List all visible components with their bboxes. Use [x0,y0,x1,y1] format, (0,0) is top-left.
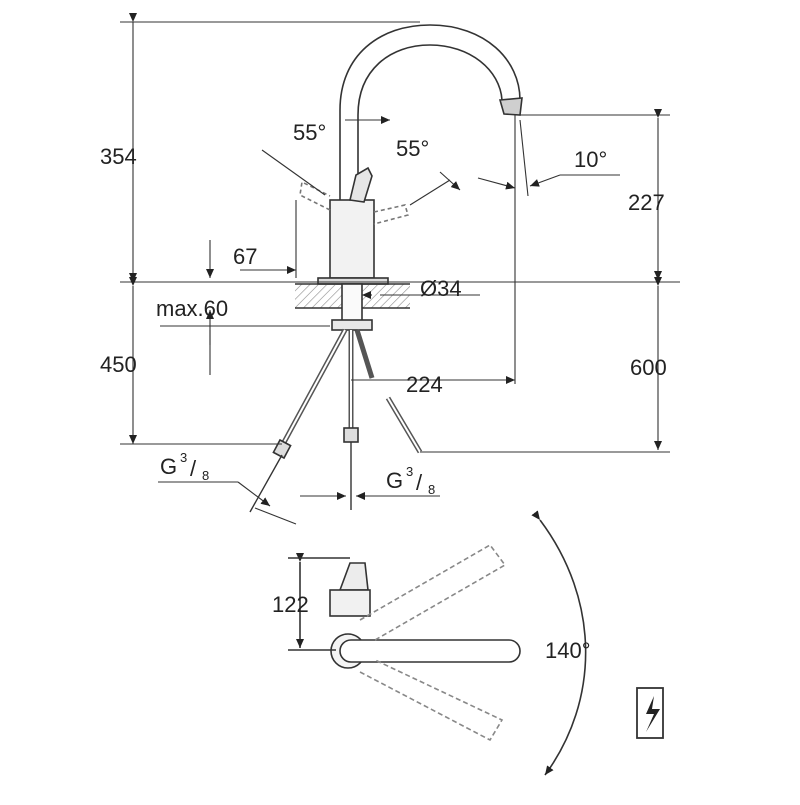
faucet-body [329,199,375,279]
svg-text:/: / [190,456,197,481]
label-140: 140° [545,638,591,663]
label-55-left: 55° [293,120,326,145]
mounting-nut [331,319,373,331]
label-600: 600 [630,355,667,380]
svg-text:G: G [386,468,403,493]
connection-right-label: G 3 / 8 [386,464,435,497]
lever-dashed-right [373,204,410,225]
label-67: 67 [233,244,257,269]
top-spout-dashed-down [359,659,504,742]
label-122: 122 [272,592,309,617]
spout-outer [339,24,521,200]
svg-text:8: 8 [202,468,209,483]
top-spout-dashed-up [359,543,507,641]
swivel-arc [531,510,587,776]
top-body [329,589,371,617]
top-spout [339,639,521,663]
label-55-right: 55° [396,136,429,161]
base-flange [317,277,389,285]
spout-inner [357,44,503,200]
lever [349,166,373,203]
svg-text:/: / [416,470,423,495]
label-450: 450 [100,352,137,377]
lever-dashed-left [299,180,331,211]
label-max60: max.60 [156,296,228,321]
svg-text:3: 3 [406,464,413,479]
spout-tip [498,97,523,116]
label-diameter-34: Ø34 [420,276,462,301]
svg-text:G: G [160,454,177,479]
lightning-bolt-icon [636,687,664,739]
hose-left-core [281,329,346,447]
mounting-stud [341,283,363,323]
faucet-top-view [288,510,587,776]
label-10: 10° [574,147,607,172]
connection-left-label: G 3 / 8 [160,450,209,483]
dimension-lines [120,13,680,525]
svg-text:3: 3 [180,450,187,465]
svg-text:8: 8 [428,482,435,497]
label-224: 224 [406,372,443,397]
top-lever [338,562,369,591]
faucet-side-view [249,24,523,513]
label-227: 227 [628,190,665,215]
hose-center-connector [343,427,359,443]
label-354: 354 [100,144,137,169]
hose-right [354,329,375,379]
